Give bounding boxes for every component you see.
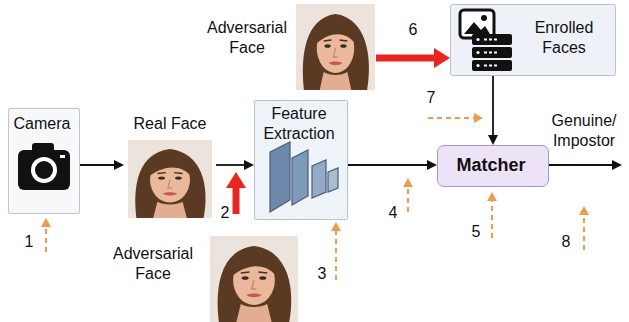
node-label: Adversarial Face xyxy=(100,244,206,283)
database-icon xyxy=(460,10,512,71)
camera-icon xyxy=(18,143,70,190)
callout-number: 3 xyxy=(315,264,329,284)
attack-arrow xyxy=(376,48,450,68)
adversarial-face-image xyxy=(296,4,375,90)
database-box: Enrolled Faces xyxy=(450,4,616,76)
callout-number: 1 xyxy=(22,232,36,252)
callout-number: 7 xyxy=(424,88,438,108)
connector-line xyxy=(348,164,428,166)
connector-line xyxy=(376,55,435,62)
node-label: Camera xyxy=(8,114,77,134)
adversarial-face-image xyxy=(210,236,298,322)
callout-number: 6 xyxy=(406,20,420,40)
flow-arrow xyxy=(348,160,437,170)
flow-arrow xyxy=(80,160,124,170)
matcher-box: Matcher xyxy=(437,145,549,187)
callout-number: 2 xyxy=(218,203,232,223)
camera-box: Camera xyxy=(8,108,80,214)
face-node: Real Face xyxy=(124,112,216,220)
callout-number: 8 xyxy=(559,232,573,252)
callout-number: 4 xyxy=(386,203,400,223)
node-label: Real Face xyxy=(124,114,216,134)
real-face-image xyxy=(128,140,212,218)
connector-line xyxy=(216,164,245,166)
flow-arrow xyxy=(488,76,498,145)
arrow-head xyxy=(488,135,498,145)
output-label: Genuine/ Impostor xyxy=(542,111,626,150)
node-label: Adversarial Face xyxy=(200,18,294,57)
arrow-head xyxy=(427,160,437,170)
flow-arrow xyxy=(216,160,254,170)
connector-line xyxy=(492,76,494,136)
node-label: Feature Extraction xyxy=(254,104,345,143)
process-box: Feature Extraction xyxy=(254,100,348,220)
output-arrow xyxy=(549,160,622,170)
node-label: Matcher xyxy=(437,155,546,177)
face-node: Adversarial Face xyxy=(100,232,300,322)
node-label: Enrolled Faces xyxy=(520,18,609,57)
connector-line xyxy=(80,164,115,166)
cnn-layers-icon xyxy=(270,142,338,212)
arrow-head xyxy=(244,160,254,170)
callout-number: 5 xyxy=(469,222,483,242)
arrow-head xyxy=(114,160,124,170)
arrow-head xyxy=(434,48,450,68)
face-node: Adversarial Face xyxy=(200,4,376,90)
